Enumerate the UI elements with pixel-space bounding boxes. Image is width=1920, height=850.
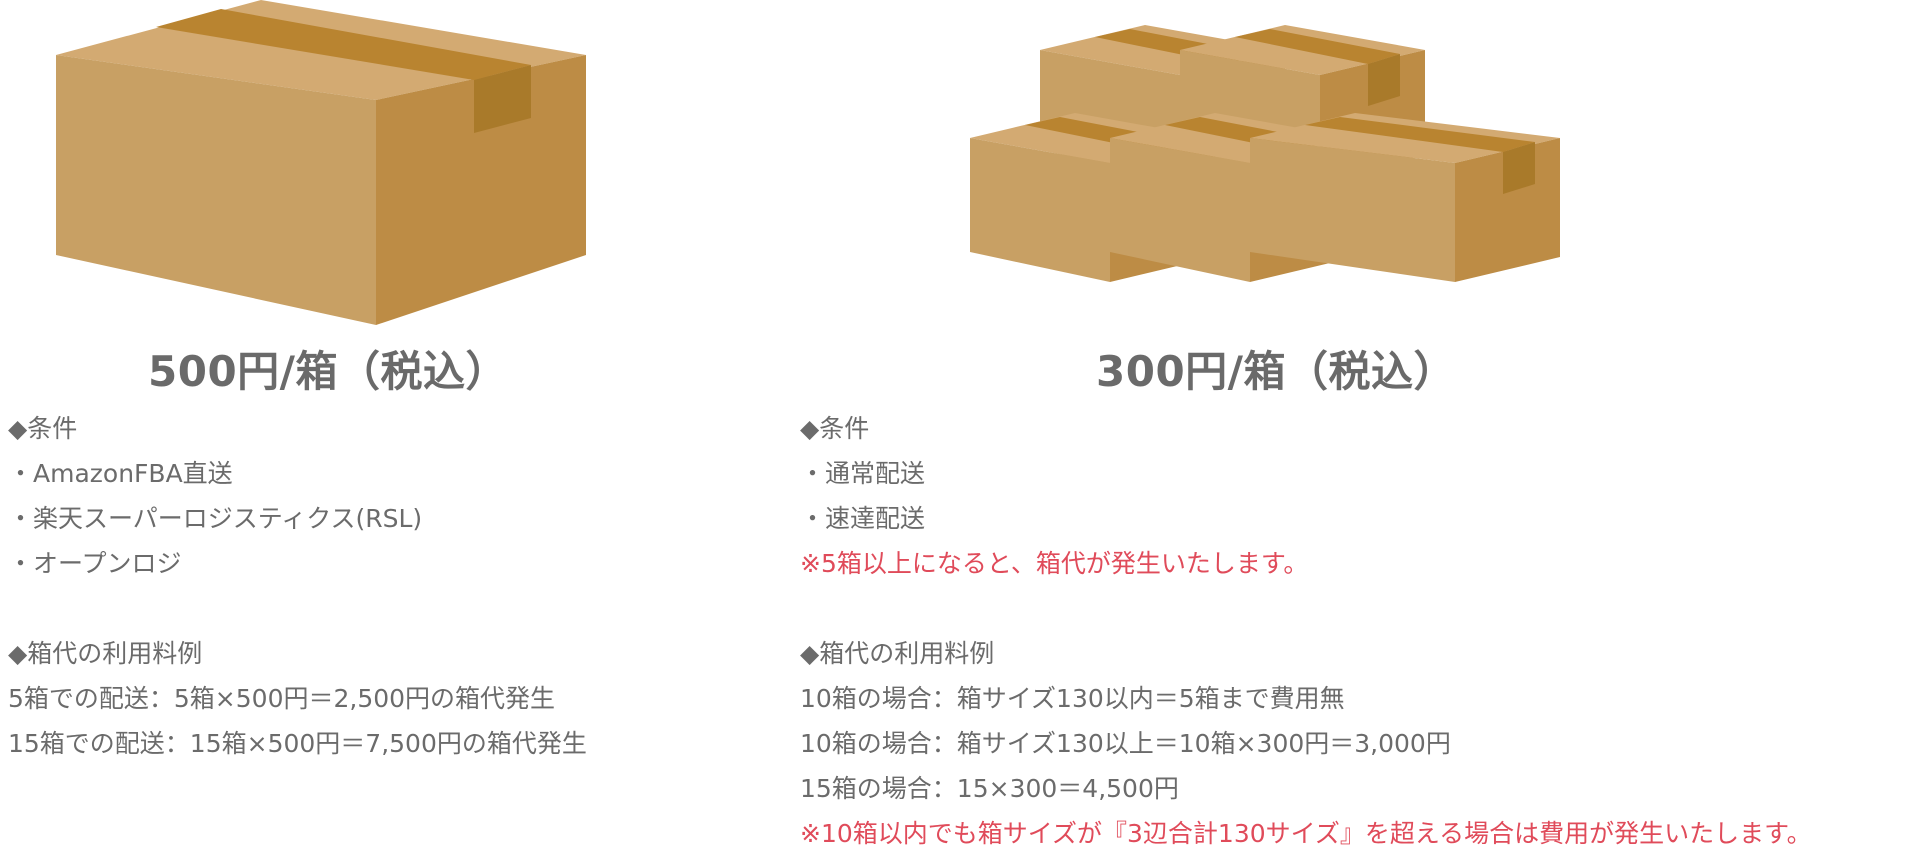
text-line: 15箱の場合：15×300＝4,500円 [800, 774, 1179, 803]
price-500-label: 500円/箱（税込） [148, 347, 509, 396]
conditions-list-500: ◆条件・AmazonFBA直送・楽天スーパーロジスティクス(RSL) ・オープンロ… [8, 406, 587, 766]
text-line: 10箱の場合：箱サイズ130以上＝10箱×300円＝3,000円 [800, 729, 1451, 758]
text-line [8, 586, 587, 631]
text-line: ◆条件 [800, 414, 870, 443]
plan-300-panel: 300円/箱（税込） ◆条件・通常配送・速達配送 ※5箱以上になると、箱代が発生い… [800, 0, 1920, 850]
text-line: ◆箱代の利用料例 [8, 639, 203, 668]
text-line: ・通常配送 [800, 459, 926, 488]
stacked-boxes-image [970, 25, 1560, 282]
notice-line: ※10箱以内でも箱サイズが『3辺合計130サイズ』を超える場合は費用が発生いたし… [800, 819, 1812, 848]
text-line: 5箱での配送：5箱×500円＝2,500円の箱代発生 [8, 684, 556, 713]
text-line: 15箱での配送：15箱×500円＝7,500円の箱代発生 [8, 729, 587, 758]
text-line: ・楽天スーパーロジスティクス(RSL) [8, 504, 423, 533]
plan-500-panel: 500円/箱（税込） ◆条件・AmazonFBA直送・楽天スーパーロジスティクス… [0, 0, 800, 850]
text-line: ◆箱代の利用料例 [800, 639, 995, 668]
text-line: ・AmazonFBA直送 [8, 459, 233, 488]
text-line: ・速達配送 [800, 504, 926, 533]
text-line: ・オープンロジ [8, 549, 182, 578]
cardboard-box-image [56, 0, 586, 325]
price-300-label: 300円/箱（税込） [1096, 347, 1457, 396]
text-line: ◆条件 [8, 414, 78, 443]
text-line [800, 586, 1812, 631]
text-line: 10箱の場合：箱サイズ130以内＝5箱まで費用無 [800, 684, 1345, 713]
conditions-list-300: ◆条件・通常配送・速達配送 ※5箱以上になると、箱代が発生いたします。 ◆箱代の利用… [800, 406, 1812, 850]
notice-line: ※5箱以上になると、箱代が発生いたします。 [800, 549, 1309, 578]
